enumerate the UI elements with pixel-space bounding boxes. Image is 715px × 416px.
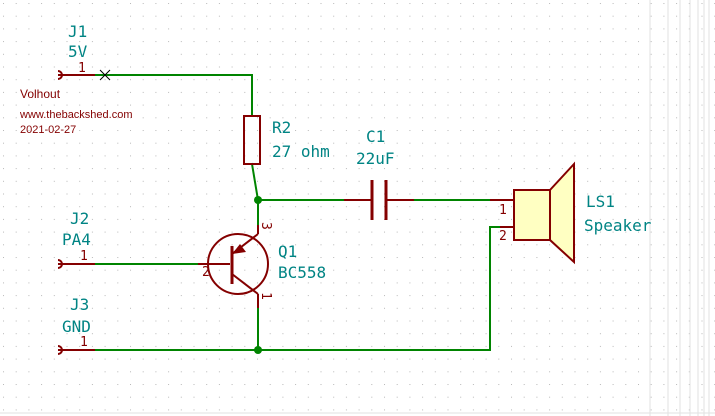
j2-value: PA4	[62, 230, 91, 249]
capacitor-c1: C1 22uF	[344, 127, 414, 220]
connector-j2: J2 PA4 1	[57, 209, 95, 269]
q1-pin-emitter: 3	[258, 222, 273, 230]
wire-r2-to-node	[250, 162, 260, 202]
author-note: Volhout	[20, 87, 61, 101]
date-note: 2021-02-27	[20, 124, 76, 136]
j1-value: 5V	[68, 42, 88, 61]
j1-pin-symbol	[57, 70, 95, 80]
wire-5v	[94, 74, 253, 117]
j3-pin-number: 1	[80, 335, 88, 350]
junction-top	[254, 196, 262, 204]
j2-ref: J2	[70, 209, 89, 228]
resistor-r2: R2 27 ohm	[243, 115, 330, 165]
speaker-magnet	[513, 189, 551, 241]
r2-ref: R2	[272, 118, 291, 137]
junction-bottom	[254, 346, 262, 354]
r2-value: 27 ohm	[272, 142, 330, 161]
connector-j3: J3 GND 1	[57, 295, 95, 355]
ls1-pin-1: 1	[499, 203, 507, 218]
ls1-ref: LS1	[586, 192, 615, 211]
connector-j1: J1 5V 1	[57, 22, 111, 81]
q1-emitter-arrow	[232, 244, 246, 254]
ls1-pin-2: 2	[499, 229, 507, 244]
q1-pin-collector: 1	[258, 292, 273, 300]
q1-collector	[231, 273, 259, 295]
r2-body	[243, 115, 261, 165]
q1-pin-base: 2	[202, 265, 210, 280]
q1-value: BC558	[278, 263, 326, 282]
ls1-value: Speaker	[584, 216, 652, 235]
j3-ref: J3	[70, 295, 89, 314]
j2-pin-symbol	[57, 259, 95, 269]
speaker-cone	[549, 161, 575, 265]
j1-ref: J1	[68, 22, 87, 41]
c1-value: 22uF	[356, 149, 395, 168]
c1-ref: C1	[366, 127, 385, 146]
j3-value: GND	[62, 317, 91, 336]
website-note: www.thebackshed.com	[19, 109, 133, 121]
q1-ref: Q1	[278, 242, 297, 261]
j1-pin-number: 1	[78, 61, 86, 76]
speaker-ls1: 1 2 LS1 Speaker	[490, 161, 652, 265]
transistor-q1: 3 2 1 Q1 BC558	[198, 222, 326, 308]
wires	[94, 74, 501, 354]
j2-pin-number: 1	[80, 249, 88, 264]
wire-gnd-to-speaker	[489, 226, 501, 351]
j3-pin-symbol	[57, 345, 95, 355]
no-connect-cross	[99, 69, 111, 81]
